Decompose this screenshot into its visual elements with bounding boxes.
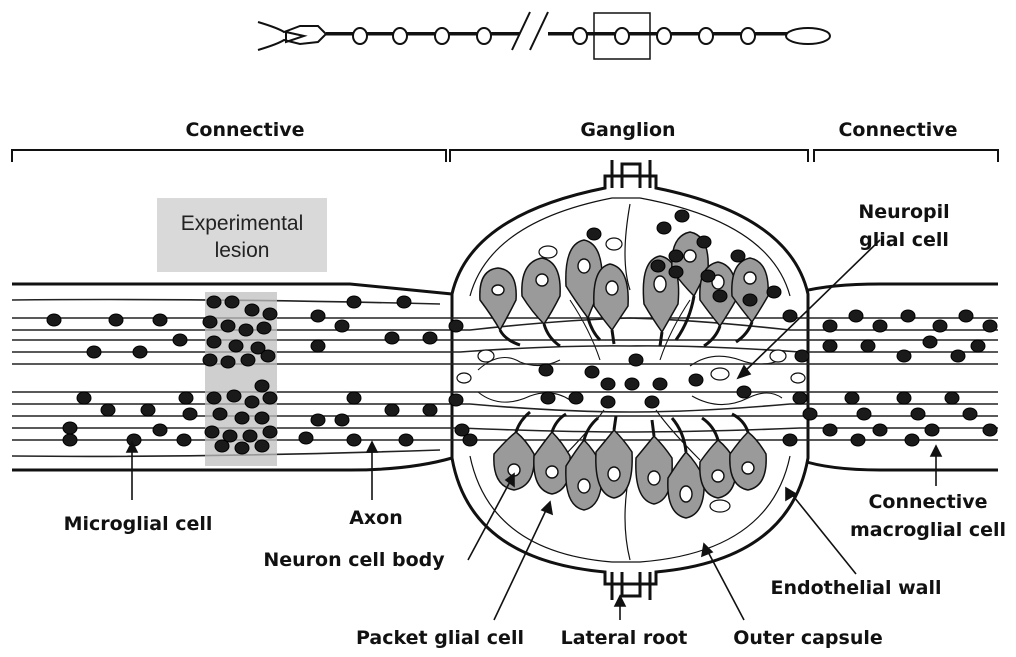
ganglion-label: Ganglion — [580, 119, 675, 141]
connective-right-label: Connective — [838, 119, 957, 141]
neuron-cell-body-label: Neuron cell body — [263, 549, 445, 571]
connective-macroglial-label-1: Connective — [868, 491, 987, 513]
region-brackets — [12, 150, 998, 162]
connective-macroglial-label-2: macroglial cell — [850, 519, 1006, 541]
lesion-label-line2: lesion — [215, 239, 270, 262]
neuropil-glial-cell-label-2: glial cell — [859, 229, 949, 251]
lateral-root-label: Lateral root — [561, 627, 688, 649]
outer-capsule-label: Outer capsule — [733, 627, 883, 649]
lesion-label-line1: Experimental — [181, 212, 304, 235]
endothelial-wall-label: Endothelial wall — [770, 577, 941, 599]
axon-label: Axon — [349, 507, 403, 529]
neuropil-glial-cell-label-1: Neuropil — [858, 201, 949, 223]
connective-left-label: Connective — [185, 119, 304, 141]
microglial-cell-label: Microglial cell — [64, 513, 213, 535]
nerve-cord-overview — [258, 12, 830, 59]
packet-glial-cell-label: Packet glial cell — [356, 627, 524, 649]
